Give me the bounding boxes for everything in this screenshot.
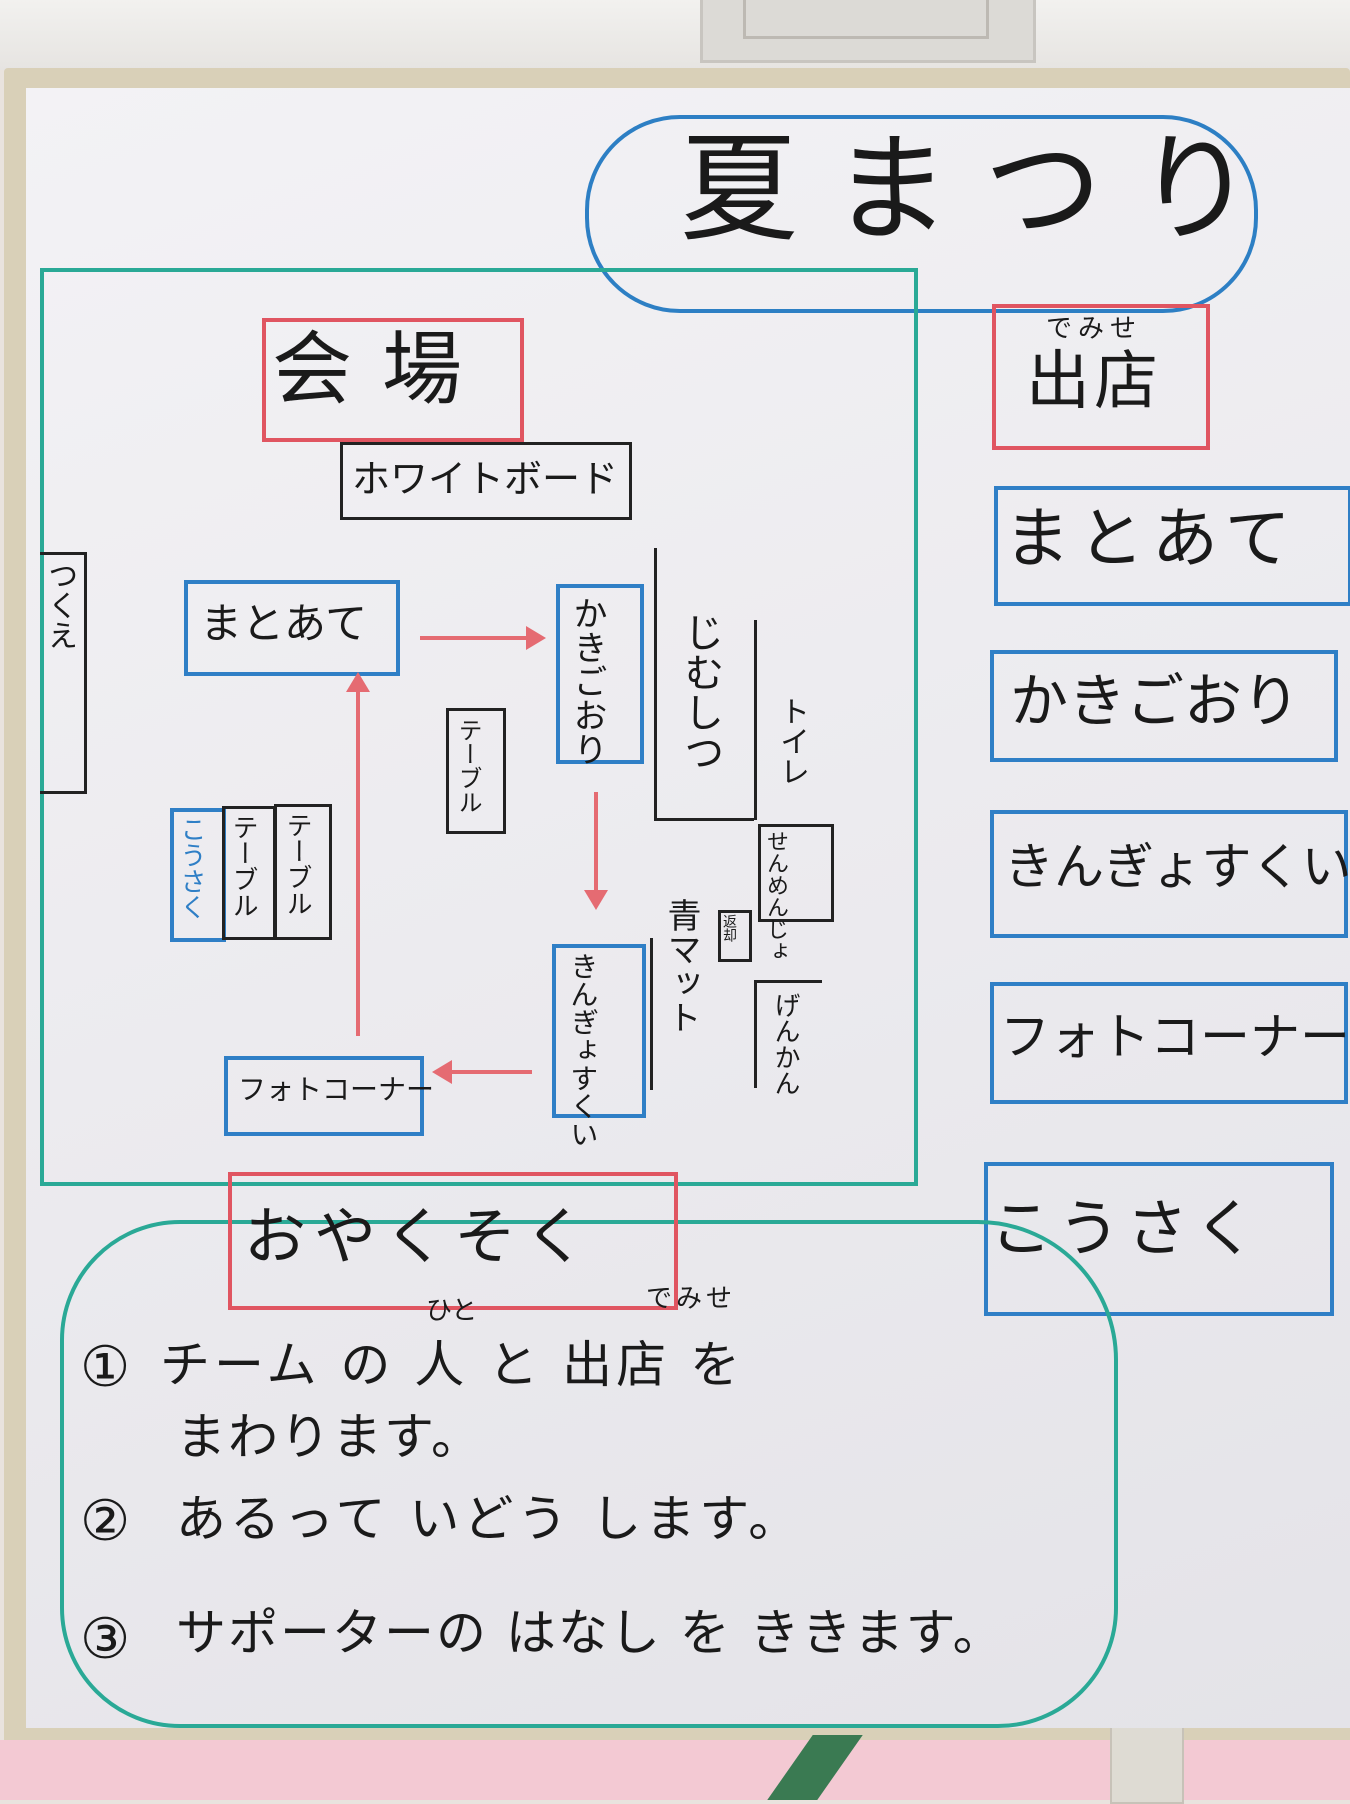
office-wall-bottom — [654, 818, 754, 821]
whiteboard-label: ホワイトボード — [352, 457, 619, 501]
rule1-line1: チーム の 人 と 出店 を — [160, 1336, 744, 1394]
shop-item-kakigoori: かきごおり — [1010, 667, 1301, 735]
map-kousaku: こうさく — [176, 816, 206, 920]
arrowhead — [346, 672, 370, 692]
rule2-number: ② — [80, 1489, 131, 1554]
rules-heading: おやくそく — [244, 1200, 595, 1273]
map-matoate-box — [184, 580, 400, 676]
map-kakigoori-box — [556, 584, 644, 764]
entrance-top — [754, 980, 822, 983]
shops-heading: 出店 — [1026, 345, 1162, 419]
ceiling-vent — [700, 0, 1036, 63]
shop-item-photo: フォトコーナー — [1000, 1008, 1350, 1066]
table-left1: テーブル — [228, 814, 258, 918]
rule1-line2: まわります。 — [176, 1408, 483, 1466]
ceiling — [0, 0, 1350, 70]
rule3-number: ③ — [80, 1607, 131, 1672]
title-cloud — [585, 115, 1258, 313]
arrowhead — [432, 1060, 452, 1084]
shop-item-box — [994, 486, 1350, 606]
map-genkan: げんかん — [770, 992, 800, 1096]
rules-cloud — [60, 1220, 1118, 1728]
venue-map — [40, 268, 918, 1186]
shops-heading-ruby: でみせ — [1046, 314, 1143, 344]
map-jimushitsu: じむしつ — [677, 612, 723, 772]
rule2-text: あるって いどう します。 — [176, 1490, 803, 1548]
desk-label: つくえ — [42, 560, 77, 650]
ruby-hito: ひと — [426, 1296, 478, 1326]
venue-heading: 会場 — [272, 323, 492, 416]
shop-item-box — [990, 982, 1348, 1104]
entrance-wall — [754, 980, 757, 1088]
whiteboard — [26, 88, 1350, 1728]
map-kingyo: きんぎょすくい — [566, 952, 600, 1148]
shops-heading-box — [992, 304, 1210, 450]
map-photo: フォトコーナー — [238, 1073, 435, 1106]
arrowhead — [526, 626, 546, 650]
map-photo-box — [224, 1056, 424, 1136]
senmenjo-box — [758, 824, 834, 922]
table-center: テーブル — [454, 718, 482, 814]
shop-item-kingyo: きんぎょすくい — [1004, 838, 1350, 896]
mat-line — [650, 938, 653, 1090]
title: 夏まつり — [680, 120, 1289, 258]
venue-heading-box — [262, 318, 524, 442]
desk-box — [40, 552, 87, 794]
arrow-photo-matoate — [356, 688, 360, 1036]
shop-item-box — [990, 650, 1338, 762]
office-wall-right — [754, 620, 757, 820]
rule3-text: サポーターの はなし を ききます。 — [176, 1604, 1005, 1662]
office-wall-left — [654, 548, 657, 820]
whiteboard-box — [340, 442, 632, 520]
ruby-demise: でみせ — [646, 1284, 737, 1314]
map-matoate: まとあて — [200, 599, 368, 648]
arrow-kingyo-photo — [448, 1070, 532, 1074]
rule1-number: ① — [80, 1335, 131, 1400]
shop-item-box — [990, 810, 1348, 938]
table-left2-box — [274, 804, 332, 940]
arrow-matoate-kakigoori — [420, 636, 530, 640]
map-kakigoori: かきごおり — [567, 596, 607, 766]
map-kingyo-box — [552, 944, 646, 1118]
map-toilet: トイレ — [774, 696, 809, 786]
map-blue-mat: 青マット — [661, 898, 701, 1034]
small-box — [718, 910, 752, 962]
map-small-label: 返却 — [721, 914, 737, 942]
rules-heading-box — [228, 1172, 678, 1310]
map-senmenjo: せんめんじょ — [763, 830, 788, 962]
arrow-kakigoori-kingyo — [594, 792, 598, 892]
shop-item-matoate: まとあて — [1004, 500, 1299, 577]
arrowhead — [584, 890, 608, 910]
stand-foot — [1110, 1720, 1184, 1804]
table-left2: テーブル — [282, 812, 312, 916]
table-center-box — [446, 708, 506, 834]
